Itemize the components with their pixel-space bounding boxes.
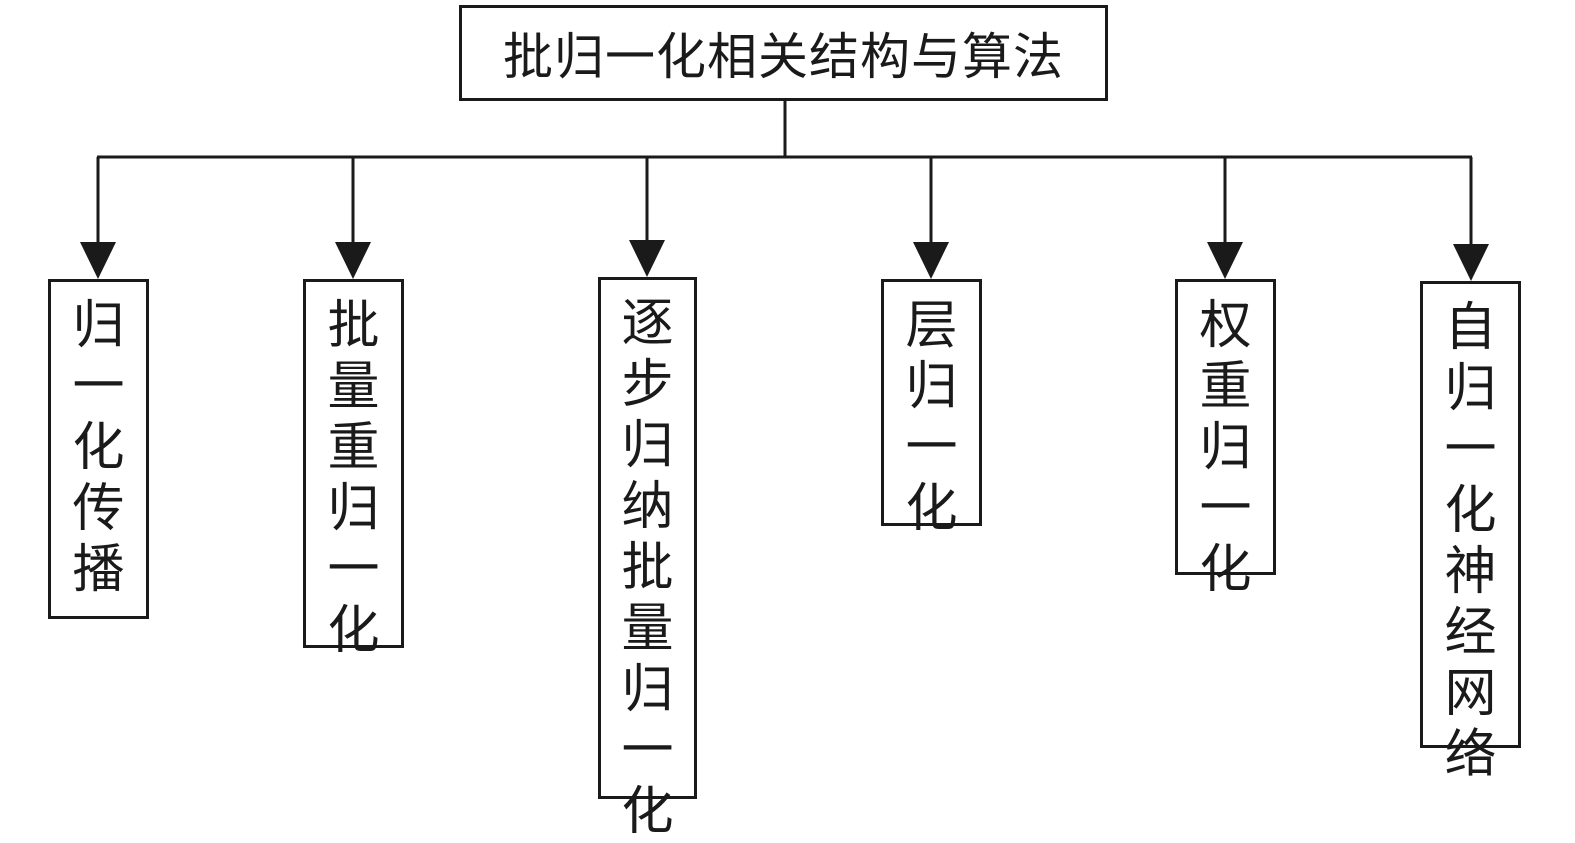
child-node-label: 层归一化 — [905, 296, 958, 539]
child-node-layer-normalization: 层归一化 — [881, 279, 982, 539]
arrowhead-icon — [335, 242, 371, 279]
arrowhead-icon — [80, 242, 116, 279]
child-node-weight-normalization: 权重归一化 — [1175, 279, 1276, 600]
connector-lines — [80, 101, 1489, 281]
arrowhead-icon — [1453, 244, 1489, 281]
child-node-stepwise-batch-normalization: 逐步归纳批量归一化 — [598, 277, 697, 842]
arrowhead-icon — [913, 242, 949, 279]
child-node-label: 批量重归一化 — [327, 296, 380, 661]
child-node-label: 自归一化神经网络 — [1444, 298, 1497, 785]
child-node-label: 逐步归纳批量归一化 — [621, 294, 674, 842]
arrowhead-icon — [629, 240, 665, 277]
arrowhead-icon — [1207, 242, 1243, 279]
child-node-label: 归一化传播 — [72, 296, 125, 600]
child-node-batch-renormalization: 批量重归一化 — [303, 279, 404, 661]
root-node: 批归一化相关结构与算法 — [459, 5, 1108, 101]
child-node-self-normalizing-network: 自归一化神经网络 — [1420, 281, 1521, 785]
child-node-label: 权重归一化 — [1199, 296, 1252, 600]
root-node-label: 批归一化相关结构与算法 — [503, 28, 1064, 86]
child-node-normalization-propagation: 归一化传播 — [48, 279, 149, 619]
